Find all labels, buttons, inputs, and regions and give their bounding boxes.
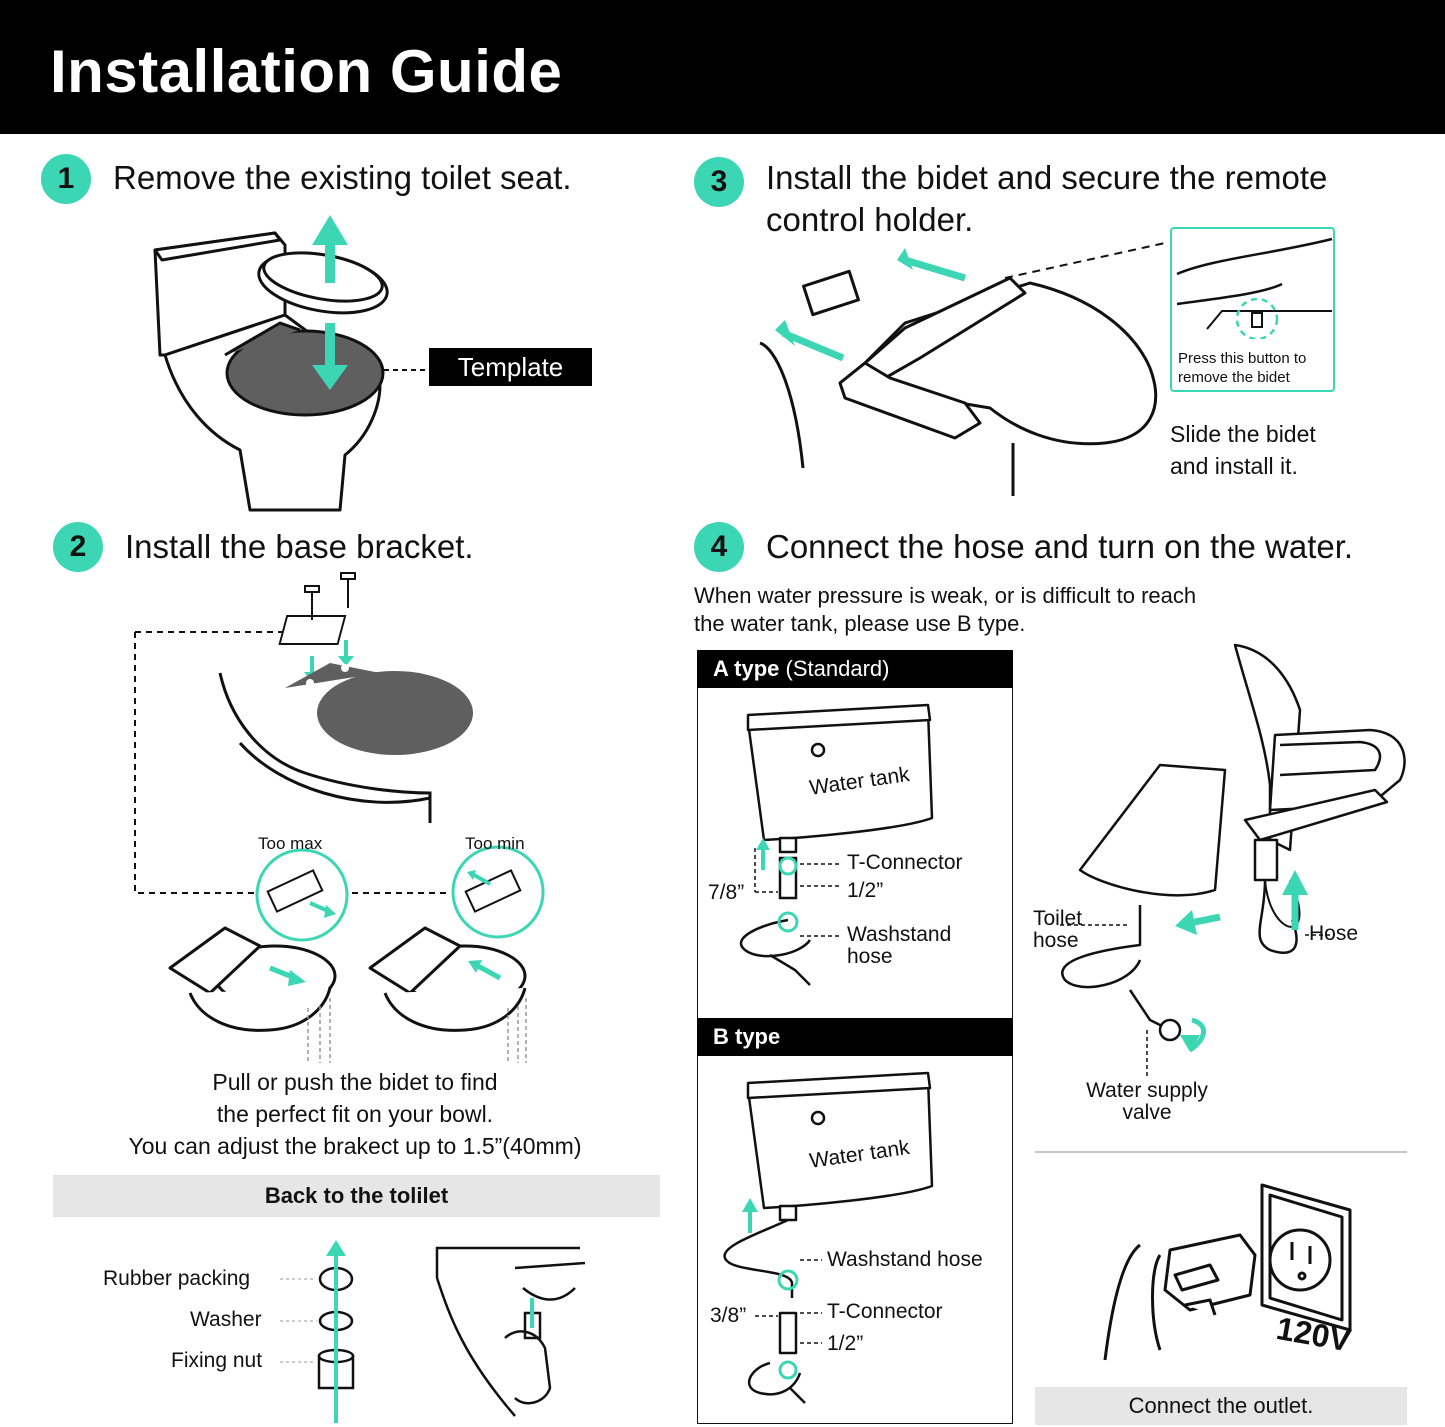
a-type-illustration <box>739 703 934 986</box>
toilet-hose-line: Toilet <box>1033 907 1083 930</box>
valve-line: valve <box>1122 1101 1172 1124</box>
toilet-hose-line: hose <box>1033 929 1079 952</box>
a-washstand-line: Washstand <box>847 923 952 946</box>
step-1-toilet-illustration <box>153 215 429 512</box>
slide-line: Slide the bidet <box>1170 421 1316 447</box>
connect-outlet-bar: Connect the outlet. <box>1035 1387 1407 1425</box>
step-2-title: Install the base bracket. <box>125 528 474 565</box>
a-size-label: 7/8” <box>708 881 745 904</box>
a-type-header: A type (Standard) <box>697 650 1013 688</box>
a-type-bold: A type <box>713 656 780 681</box>
a-washstand-line: hose <box>847 945 893 968</box>
step-1-title: Remove the existing toilet seat. <box>113 159 572 196</box>
b-type-header: B type <box>697 1018 1013 1056</box>
template-label: Template <box>429 348 592 386</box>
step-2-badge: 2 <box>53 522 103 572</box>
a-t-connector-label: T-Connector <box>847 851 963 874</box>
step-3-badge: 3 <box>694 157 744 207</box>
step-2-bracket-illustration <box>134 572 545 1063</box>
step-4-title: Connect the hose and turn on the water. <box>766 528 1354 565</box>
step-2-caption: Pull or push the bidet to find the perfe… <box>60 1066 650 1162</box>
section-divider <box>1035 1151 1407 1153</box>
too-max-label: Too max <box>258 834 323 853</box>
a-type-rest: (Standard) <box>779 656 890 681</box>
step-3-bidet-illustration <box>759 242 1166 496</box>
b-size-label: 3/8” <box>710 1304 747 1327</box>
slide-instruction: Slide the bidet and install it. <box>1170 418 1316 482</box>
remove-button-callout: Press this button to remove the bidet <box>1170 227 1335 392</box>
water-supply-valve-label: Water supply valve <box>1067 1080 1227 1124</box>
callout-line: Press this button to <box>1178 350 1307 367</box>
a-half-inch-label: 1/2” <box>847 879 884 902</box>
step-4-badge: 4 <box>694 522 744 572</box>
water-pressure-note: When water pressure is weak, or is diffi… <box>694 582 1196 638</box>
back-to-toilet-bar: Back to the tolilet <box>53 1175 660 1217</box>
part-rubber-packing: Rubber packing <box>103 1267 251 1290</box>
hose-connection-illustration <box>1060 643 1406 1078</box>
caption-line: You can adjust the brakect up to 1.5”(40… <box>128 1133 582 1159</box>
parts-exploded-illustration <box>280 1240 586 1423</box>
step-1-badge: 1 <box>41 154 91 204</box>
b-type-illustration <box>723 1071 934 1404</box>
step-3-title: Install the bidet and secure the remote … <box>766 159 1328 238</box>
callout-line: remove the bidet <box>1178 369 1290 386</box>
part-fixing-nut: Fixing nut <box>171 1349 263 1372</box>
header-bar: Installation Guide <box>0 0 1445 134</box>
caption-line: the perfect fit on your bowl. <box>216 1101 494 1127</box>
too-min-label: Too min <box>465 834 525 853</box>
part-washer: Washer <box>190 1308 262 1331</box>
toilet-hose-label: Toilet hose <box>1033 908 1082 952</box>
b-washstand-label: Washstand hose <box>827 1248 983 1271</box>
outlet-plug-illustration <box>1103 1183 1352 1361</box>
hose-label: Hose <box>1309 922 1359 945</box>
b-t-connector-label: T-Connector <box>827 1300 943 1323</box>
valve-line: Water supply <box>1086 1079 1208 1102</box>
b-type-bold: B type <box>713 1024 781 1049</box>
note-line: the water tank, please use B type. <box>694 611 1026 636</box>
caption-line: Pull or push the bidet to find <box>212 1069 498 1095</box>
b-half-inch-label: 1/2” <box>827 1332 864 1355</box>
note-line: When water pressure is weak, or is diffi… <box>694 583 1197 608</box>
slide-line: and install it. <box>1170 453 1298 479</box>
page-title: Installation Guide <box>50 38 563 105</box>
a-washstand-label: Washstand hose <box>847 924 951 968</box>
callout-text: Press this button to remove the bidet <box>1178 349 1306 387</box>
button-detail-illustration <box>1176 237 1333 339</box>
